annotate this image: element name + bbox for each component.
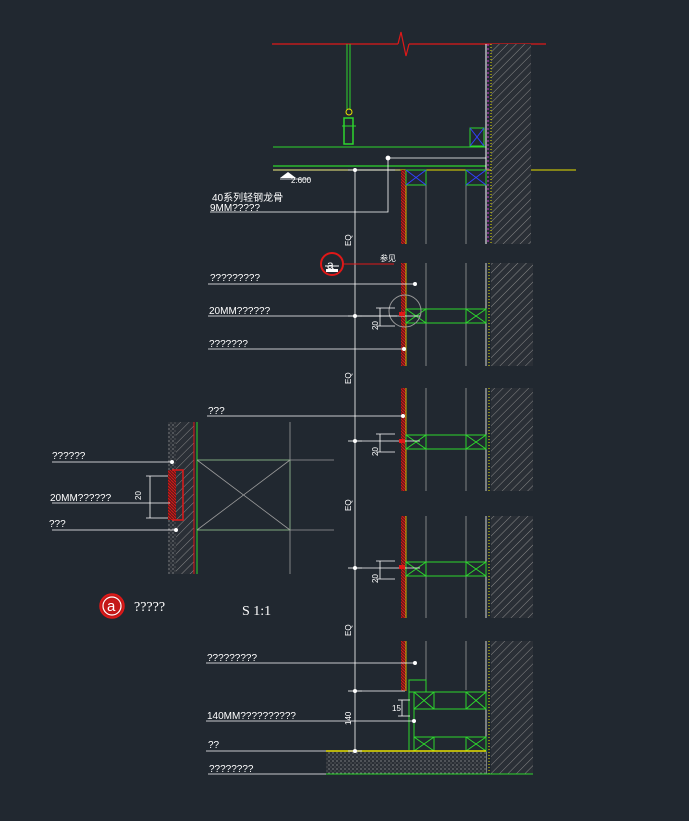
label-a6: 140MM?????????? xyxy=(207,711,296,722)
detail-symbol-letter: a xyxy=(107,598,116,615)
level-mark: 2.600 xyxy=(291,176,312,185)
dim-eq-4: EQ xyxy=(344,624,353,636)
label-a3: ??????? xyxy=(209,339,248,350)
callout-letter: a xyxy=(327,258,334,272)
dim-20-a: 20 xyxy=(371,321,380,330)
label-a1: ????????? xyxy=(210,273,260,284)
structural-wall xyxy=(485,44,533,774)
detail-label-3: ??? xyxy=(49,519,66,530)
detail-scale: S 1:1 xyxy=(242,604,271,619)
stud-lines xyxy=(425,170,467,690)
dimension-chain xyxy=(348,169,420,752)
detail-circle xyxy=(388,294,422,328)
dim-20-detail: 20 xyxy=(134,491,143,500)
enlarged-detail xyxy=(52,422,334,574)
dim-eq-1: EQ xyxy=(344,234,353,246)
wall-panel xyxy=(401,170,407,691)
label-a8: ???????? xyxy=(209,764,254,775)
detail-symbol xyxy=(99,593,125,619)
leaders xyxy=(206,155,486,775)
dim-15: 15 xyxy=(392,704,401,713)
dim-eq-3: EQ xyxy=(344,499,353,511)
label-a7: ?? xyxy=(208,740,220,751)
dim-140: 140 xyxy=(344,711,353,725)
dim-20-c: 20 xyxy=(371,574,380,583)
label-a5: ????????? xyxy=(207,653,257,664)
label-keel: 40系列轻钢龙骨 xyxy=(212,191,283,204)
dim-20-b: 20 xyxy=(371,447,380,456)
keel-boxes xyxy=(405,127,487,752)
detail-label-1: ?????? xyxy=(52,451,86,462)
label-board9: 9MM????? xyxy=(210,203,260,214)
callout-ref-label: 参见 xyxy=(380,253,396,263)
detail-title: ????? xyxy=(134,600,165,615)
label-a2: 20MM?????? xyxy=(209,306,271,317)
detail-callout[interactable] xyxy=(320,252,394,276)
dim-eq-2: EQ xyxy=(344,372,353,384)
detail-label-2: 20MM?????? xyxy=(50,493,112,504)
label-a4: ??? xyxy=(208,406,225,417)
small-dims xyxy=(376,307,410,717)
